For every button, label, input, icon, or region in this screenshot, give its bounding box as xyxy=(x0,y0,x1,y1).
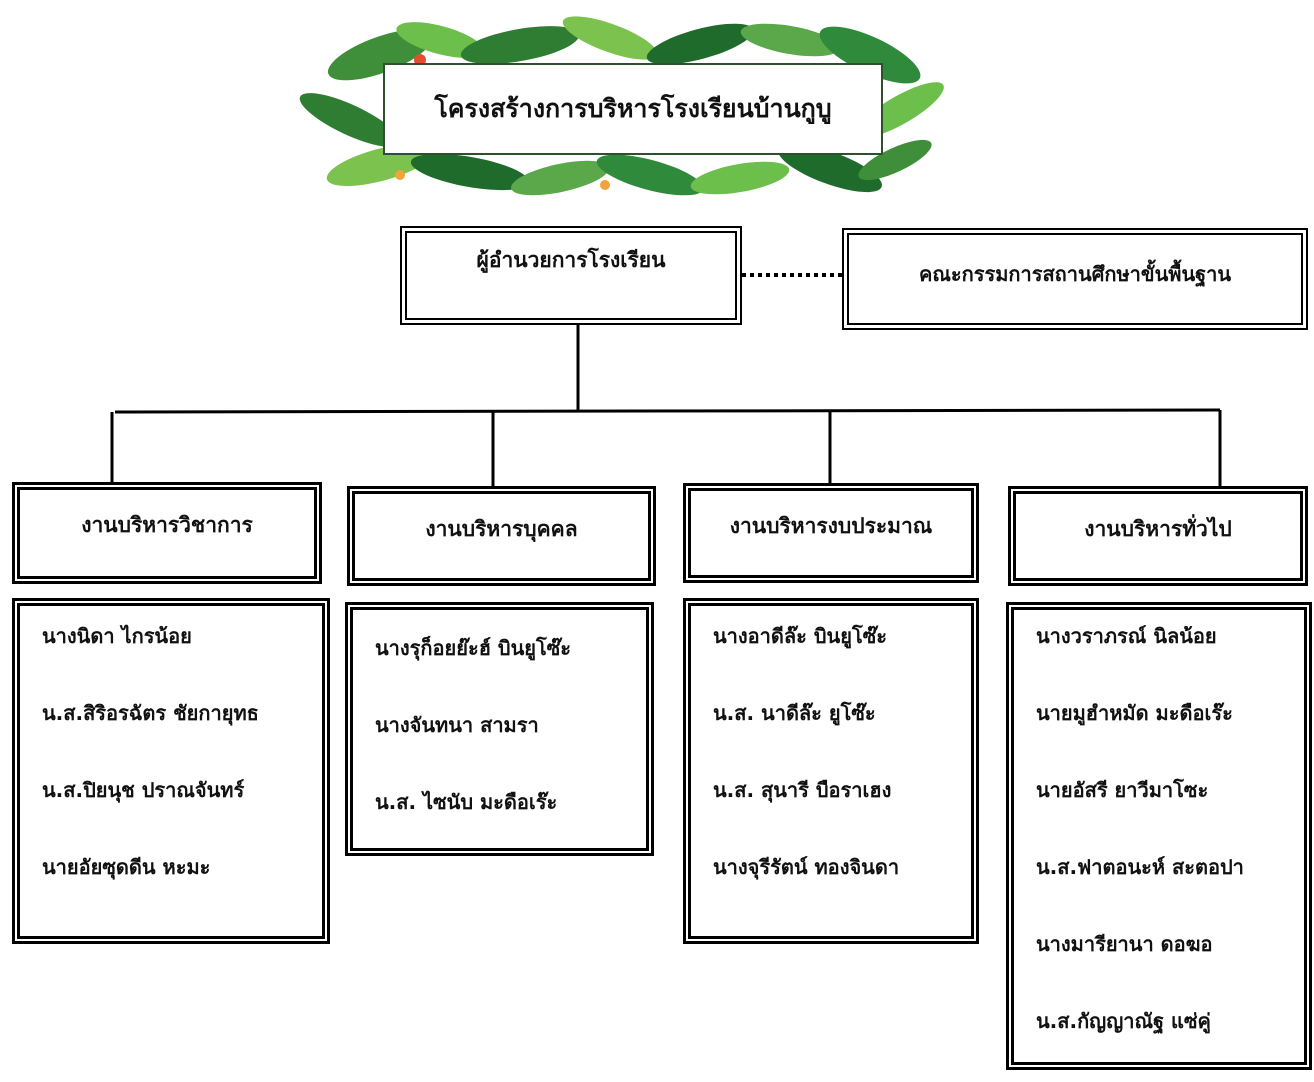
staff-member: นางรุก็อยย๊ะฮ์ บินยูโซ๊ะ xyxy=(375,636,572,660)
department-box-personnel: งานบริหารบุคคล xyxy=(347,486,656,586)
staff-member: นางอาดีล๊ะ บินยูโซ๊ะ xyxy=(713,624,888,648)
committee-label: คณะกรรมการสถานศึกษาขั้นพื้นฐาน xyxy=(918,262,1232,286)
department-box-general: งานบริหารทั่วไป xyxy=(1008,486,1308,586)
staff-member: น.ส. นาดีล๊ะ ยูโซ๊ะ xyxy=(713,701,876,725)
department-box-academic: งานบริหารวิชาการ xyxy=(12,482,322,584)
staff-member: นางนิดา ไกรน้อย xyxy=(42,624,192,648)
staff-box-personnel: นางรุก็อยย๊ะฮ์ บินยูโซ๊ะ นางจันทนา สามรา… xyxy=(345,602,654,856)
staff-member: น.ส.ฟาตอนะห์ สะตอปา xyxy=(1036,855,1244,879)
staff-member: นางจุรีรัตน์ ทองจินดา xyxy=(713,855,900,879)
staff-member: นางมารียานา ดอฆอ xyxy=(1036,932,1213,956)
department-box-budget: งานบริหารงบประมาณ xyxy=(683,483,979,583)
staff-member: น.ส.สิริอรฉัตร ชัยกายุทธ xyxy=(42,701,259,725)
staff-member: นางจันทนา สามรา xyxy=(375,713,539,737)
staff-box-academic: นางนิดา ไกรน้อย น.ส.สิริอรฉัตร ชัยกายุทธ… xyxy=(12,598,330,944)
department-label: งานบริหารวิชาการ xyxy=(81,512,253,537)
staff-member: น.ส.กัญญาณัฐ แซ่คู่ xyxy=(1036,1009,1211,1033)
staff-member: นางวราภรณ์ นิลน้อย xyxy=(1036,624,1217,648)
staff-member: น.ส. ไซนับ มะดือเร๊ะ xyxy=(375,790,558,814)
staff-member: น.ส.ปิยนุช ปราณจันทร์ xyxy=(42,778,245,802)
director-label: ผู้อำนวยการโรงเรียน xyxy=(476,248,666,272)
director-box: ผู้อำนวยการโรงเรียน xyxy=(400,226,742,325)
staff-member: น.ส. สุนารี บือราเฮง xyxy=(713,778,892,802)
committee-box: คณะกรรมการสถานศึกษาขั้นพื้นฐาน xyxy=(842,228,1308,330)
staff-box-budget: นางอาดีล๊ะ บินยูโซ๊ะ น.ส. นาดีล๊ะ ยูโซ๊ะ… xyxy=(683,598,979,944)
department-label: งานบริหารทั่วไป xyxy=(1084,516,1232,541)
staff-member: นายมูฮำหมัด มะดือเร๊ะ xyxy=(1036,701,1233,725)
department-label: งานบริหารบุคคล xyxy=(425,516,578,541)
staff-member: นายอัสรี ยาวีมาโซะ xyxy=(1036,778,1209,802)
chart-title: โครงสร้างการบริหารโรงเรียนบ้านกูบู xyxy=(383,63,883,155)
staff-box-general: นางวราภรณ์ นิลน้อย นายมูฮำหมัด มะดือเร๊ะ… xyxy=(1006,602,1312,1070)
department-label: งานบริหารงบประมาณ xyxy=(729,513,933,538)
staff-member: นายอัยซุดดีน หะมะ xyxy=(42,855,211,879)
